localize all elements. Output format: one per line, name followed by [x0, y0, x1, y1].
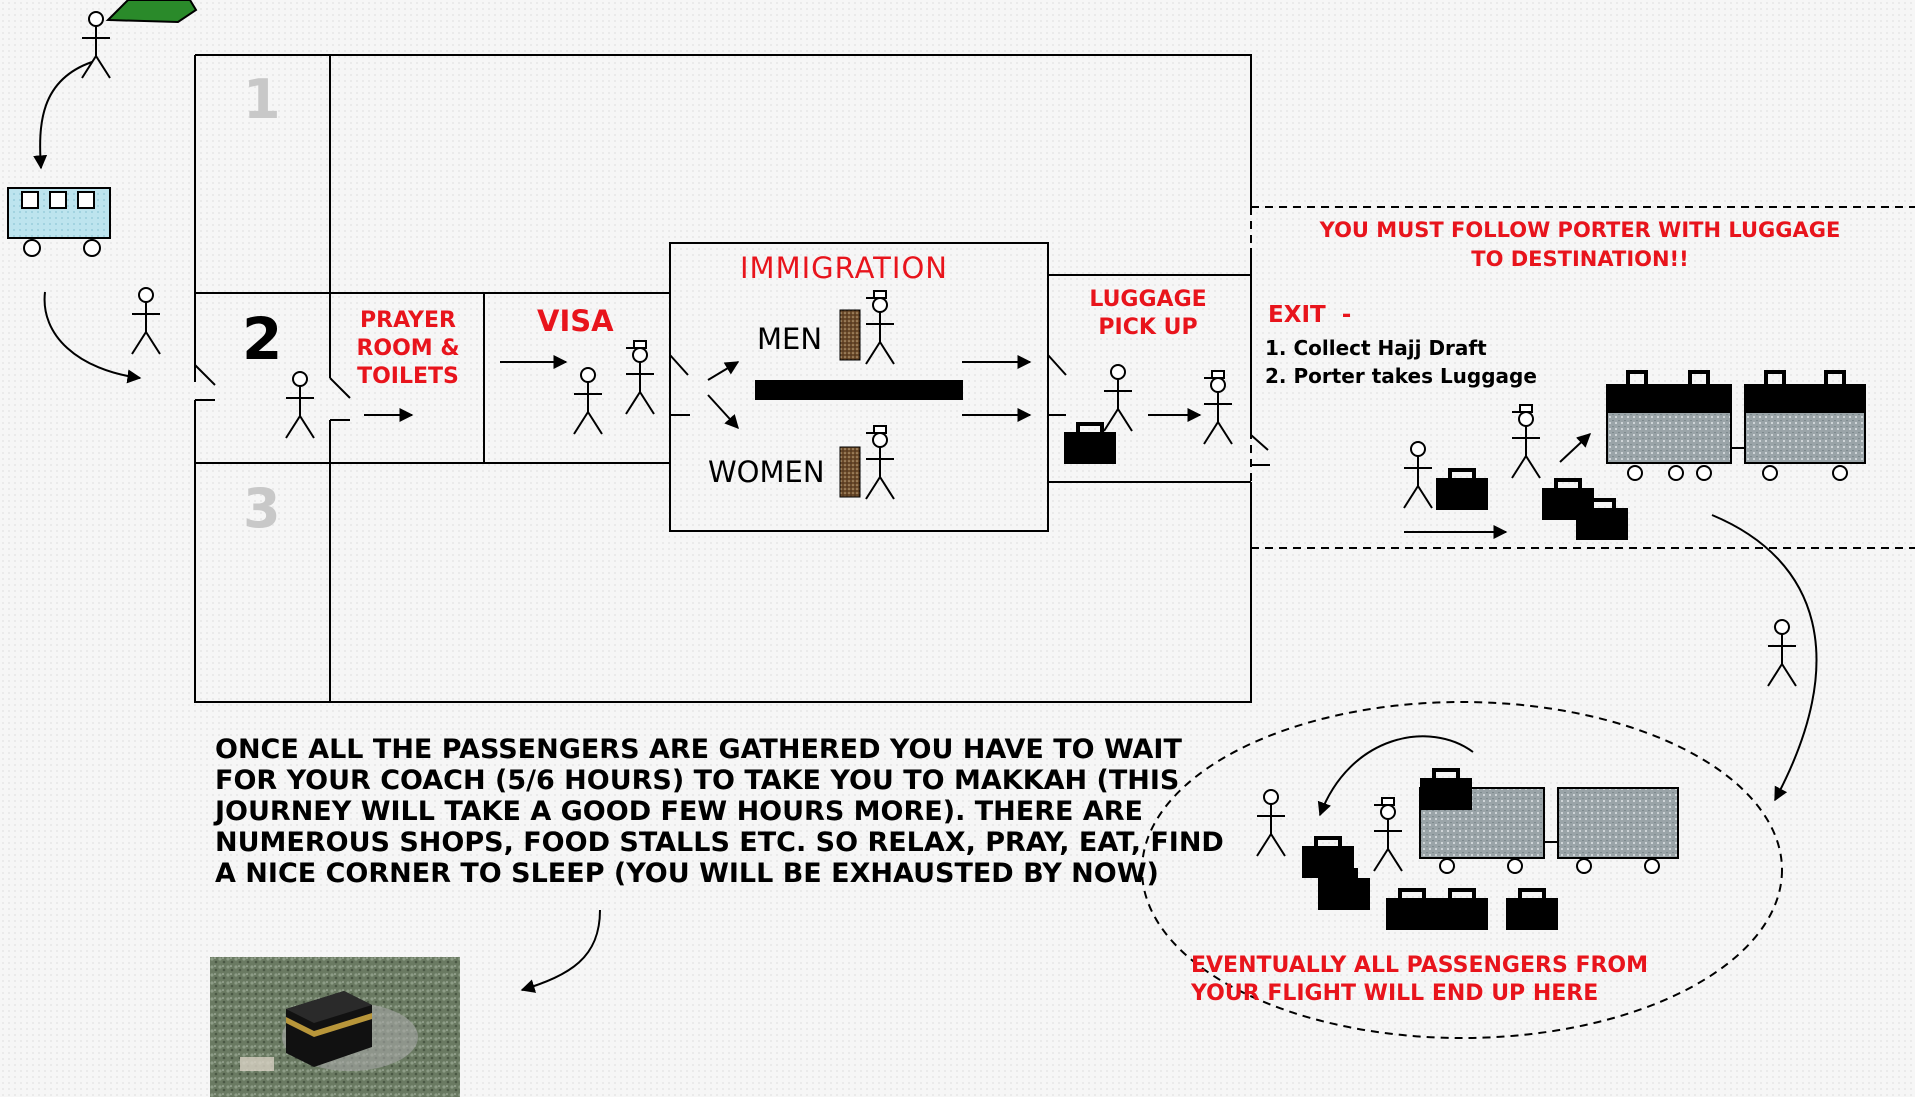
porter-notice: YOU MUST FOLLOW PORTER WITH LUGGAGE TO D…: [1319, 218, 1841, 271]
walking-passenger-icon: [131, 287, 161, 355]
passenger-in-zone-2-icon: [285, 371, 315, 439]
airplane-icon: [105, 0, 198, 24]
gathering-note: EVENTUALLY ALL PASSENGERS FROM YOUR FLIG…: [1191, 953, 1649, 1006]
immigration-label: IMMIGRATION: [740, 251, 948, 285]
zone-1-number: 1: [243, 68, 281, 131]
exit-step-1: 1. Collect Hajj Draft: [1265, 336, 1487, 360]
visa-label: VISA: [537, 304, 614, 338]
suitcase-icon: [1434, 888, 1490, 932]
flow-arrows: [364, 355, 1592, 539]
kaaba-photo: [210, 957, 460, 1097]
exit-porter-icon: [1511, 404, 1541, 479]
visa-officer-icon: [625, 340, 655, 415]
exit-title: EXIT -: [1268, 302, 1352, 328]
passenger-at-luggage-icon: [1103, 364, 1133, 432]
terminal-floorplan: [194, 54, 1252, 703]
suitcase-icon: [1062, 422, 1118, 466]
waiting-area-boundary: [1141, 701, 1783, 1039]
arrow-circulating: [1317, 735, 1474, 817]
walking-passenger-icon: [1767, 619, 1797, 687]
exit-zone-boundary: [1250, 206, 1915, 549]
luggage-porter-icon: [1203, 370, 1233, 445]
suitcase-icon: [1434, 468, 1490, 512]
arrow-exit-to-waiting: [1711, 514, 1818, 802]
arrow-plane-to-bus: [33, 61, 93, 170]
luggage-pickup-label: LUGGAGE PICK UP: [1089, 287, 1207, 340]
arriving-passenger-icon: [81, 11, 111, 79]
immigration-divider: [755, 380, 963, 400]
passenger-at-exit-icon: [1403, 441, 1433, 509]
zone-2-number: 2: [242, 305, 283, 373]
women-door-icon: [839, 446, 861, 498]
prayer-room-label: PRAYER ROOM & TOILETS: [356, 308, 460, 389]
suitcase-icon: [1384, 888, 1440, 932]
men-officer-icon: [865, 290, 895, 365]
bus-icon: [7, 187, 111, 257]
men-label: MEN: [757, 322, 823, 356]
exit-step-2: 2. Porter takes Luggage: [1265, 364, 1537, 388]
arrow-to-makkah: [520, 909, 601, 993]
luggage-trolley-icon: [1418, 768, 1679, 874]
passenger-at-visa-icon: [573, 367, 603, 435]
men-door-icon: [839, 309, 861, 361]
suitcase-icon: [1504, 888, 1560, 932]
women-label: WOMEN: [708, 455, 825, 489]
doorways: [194, 354, 1270, 466]
waiting-passenger-icon: [1256, 789, 1286, 857]
luggage-trolley-icon: [1606, 370, 1866, 481]
zone-3-number: 3: [243, 477, 281, 540]
women-officer-icon: [865, 425, 895, 500]
waiting-instructions: ONCE ALL THE PASSENGERS ARE GATHERED YOU…: [215, 734, 1224, 889]
arrow-bus-to-terminal: [43, 291, 142, 384]
waiting-porter-icon: [1373, 797, 1403, 872]
